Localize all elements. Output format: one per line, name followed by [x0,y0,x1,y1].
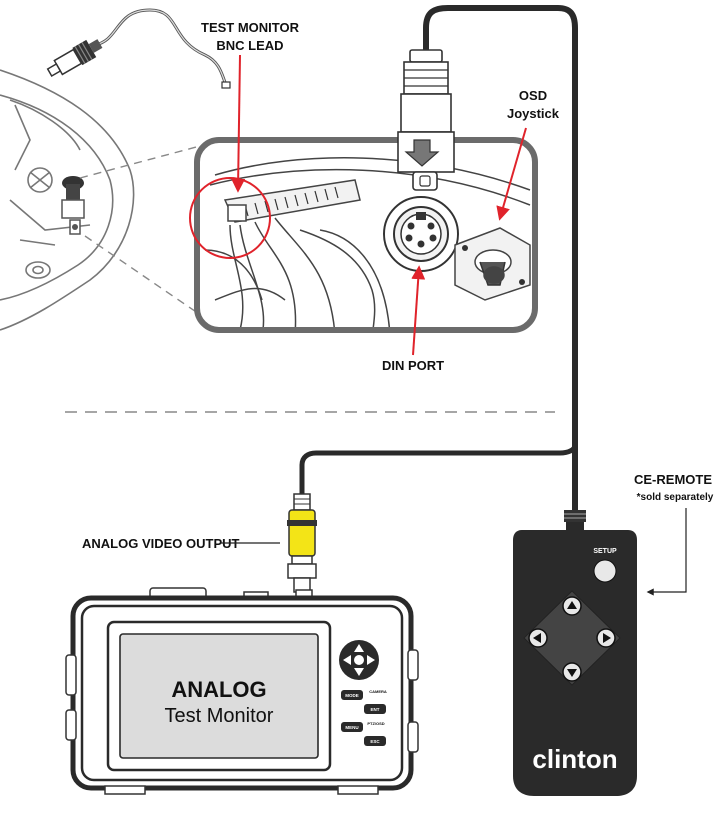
remote-setup-label: SETUP [593,548,617,555]
monitor-ptz-label: PTZ/OSD [367,721,384,726]
osd-label-line1: OSD [519,88,547,103]
svg-text:MODE: MODE [345,693,359,698]
analog-video-output-label: ANALOG VIDEO OUTPUT [82,536,240,551]
svg-text:ESC: ESC [370,739,380,744]
din-port-arrow [411,265,426,356]
remote-up-arrow-icon [567,601,577,609]
remote-up-button[interactable] [562,596,582,616]
monitor-menu-button[interactable]: MENU [341,722,363,732]
bnc-lead-arrow [231,54,246,193]
osd-label-line2: Joystick [507,106,560,121]
monitor-screen-subtitle: Test Monitor [165,705,274,727]
video-cable [299,444,578,497]
monitor-mode-button[interactable]: MODE [341,690,363,700]
monitor-camera-label: CAMERA [369,689,387,694]
monitor-right-arrow-icon[interactable] [367,655,375,665]
remote-down-button[interactable] [562,662,582,682]
monitor-screen [119,633,319,759]
bnc-yellow-connector [287,493,317,593]
zoom-lines [79,145,206,319]
callout-arrows [231,54,527,356]
svg-text:ENT: ENT [371,707,380,712]
test-monitor-label-line2: BNC LEAD [216,38,283,53]
din-cable [423,5,578,512]
svg-text:MENU: MENU [345,725,358,730]
monitor-left-arrow-icon[interactable] [343,655,351,665]
remote-setup-button[interactable] [593,559,617,583]
monitor-up-arrow-icon[interactable] [354,644,364,652]
ce-remote-arrow [646,508,687,596]
ce-remote: SETUP clinton [513,530,637,796]
osd-joystick-arrow [496,127,527,221]
monitor-down-arrow-icon[interactable] [354,668,364,676]
remote-right-arrow-icon [603,633,611,643]
remote-dpad [523,590,621,686]
remote-down-arrow-icon [567,669,577,677]
monitor-screen-title: ANALOG [171,677,266,702]
dome-joystick-miniature [61,176,85,235]
din-port-label: DIN PORT [382,358,444,373]
remote-connector [564,510,586,530]
remote-left-button[interactable] [528,628,548,648]
sold-separately-label: *sold separately [637,492,714,503]
monitor-esc-button[interactable]: ESC [364,736,386,746]
ce-remote-label: CE-REMOTE [634,472,712,487]
monitor-ent-button[interactable]: ENT [364,704,386,714]
dome-camera [0,69,135,331]
camera-interior-detail [189,137,538,333]
test-monitor-label-line1: TEST MONITOR [201,20,300,35]
din-connector [397,49,455,191]
remote-left-arrow-icon [533,633,541,643]
analog-test-monitor: ANALOG Test Monitor MODE CAMERA ENT MENU [65,587,419,795]
remote-right-button[interactable] [596,628,616,648]
remote-brand-logo: clinton [532,744,617,774]
monitor-dpad[interactable] [339,640,379,680]
bnc-lead-cable [46,8,231,89]
